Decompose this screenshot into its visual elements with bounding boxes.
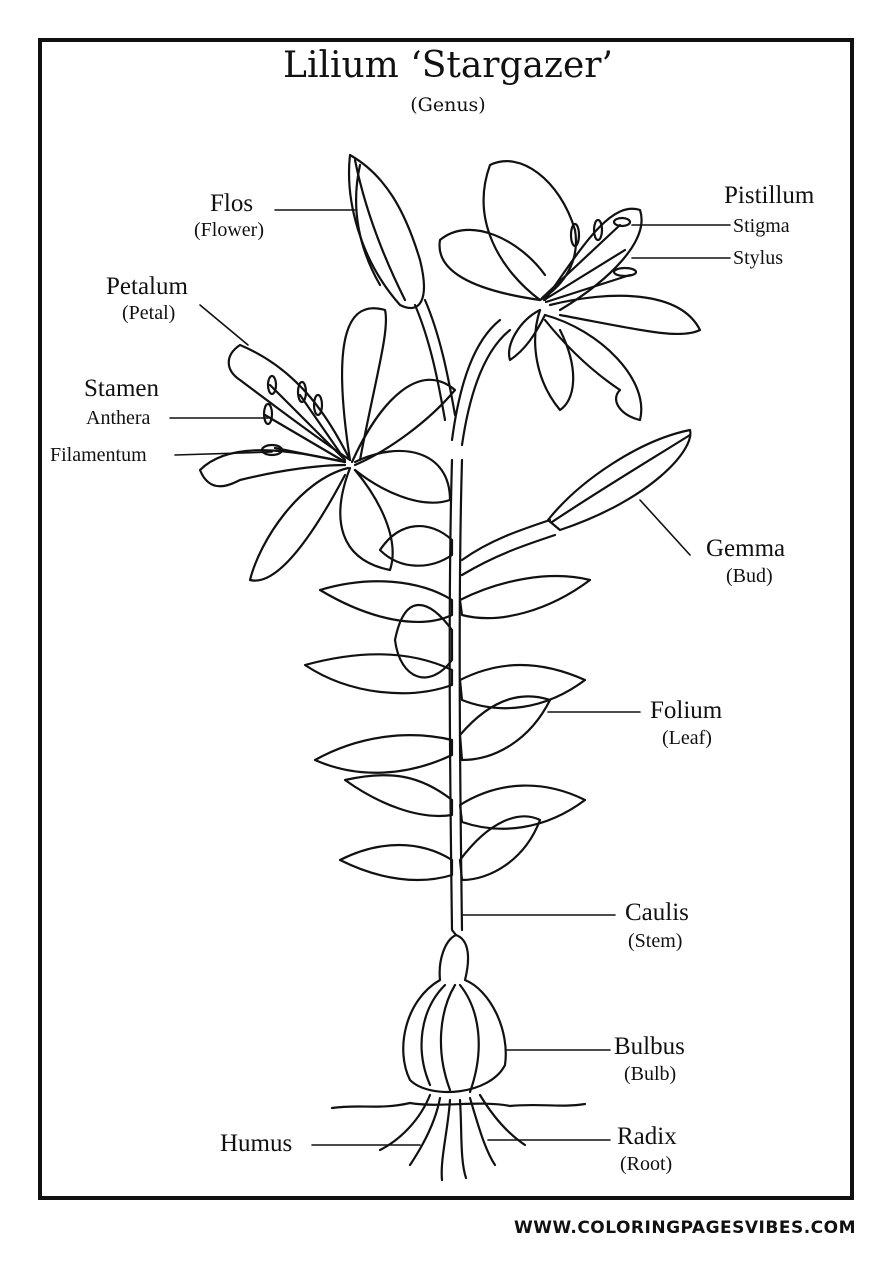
website-footer: WWW.COLORINGPAGESVIBES.COM xyxy=(514,1218,856,1238)
side-bud xyxy=(546,428,692,532)
label-stylus: Stylus xyxy=(733,247,784,269)
label-folium: Folium xyxy=(650,697,723,724)
page-subtitle: (Genus) xyxy=(410,94,486,116)
roots xyxy=(378,1093,527,1182)
label-petalum: Petalum xyxy=(106,273,188,300)
label-stigma: Stigma xyxy=(733,215,790,237)
label-bulb: (Bulb) xyxy=(624,1063,677,1085)
diagram-frame xyxy=(38,38,854,1200)
right-lily-flower xyxy=(438,160,702,422)
label-caulis: Caulis xyxy=(625,899,689,926)
label-flos: Flos xyxy=(210,190,254,217)
bulb xyxy=(402,933,507,1094)
label-petal: (Petal) xyxy=(122,302,176,324)
label-flower: (Flower) xyxy=(194,219,264,241)
page-title: Lilium ‘Stargazer’ xyxy=(283,45,613,86)
label-bulbus: Bulbus xyxy=(614,1033,685,1060)
leader-lines xyxy=(169,209,731,1146)
label-stem: (Stem) xyxy=(628,930,683,952)
label-radix: Radix xyxy=(617,1123,677,1150)
label-leaf: (Leaf) xyxy=(662,727,712,749)
leaves xyxy=(303,525,592,882)
stem xyxy=(413,298,557,937)
label-root: (Root) xyxy=(620,1153,673,1175)
label-gemma: Gemma xyxy=(706,535,786,562)
soil-line xyxy=(330,1101,587,1110)
label-humus: Humus xyxy=(220,1130,293,1157)
label-pistillum: Pistillum xyxy=(724,182,815,209)
left-lily-flower xyxy=(198,307,457,582)
label-stamen: Stamen xyxy=(84,375,159,402)
label-filamentum: Filamentum xyxy=(50,444,147,466)
flower-bud-top xyxy=(348,153,425,310)
label-anthera: Anthera xyxy=(86,407,151,429)
label-bud: (Bud) xyxy=(726,565,773,587)
